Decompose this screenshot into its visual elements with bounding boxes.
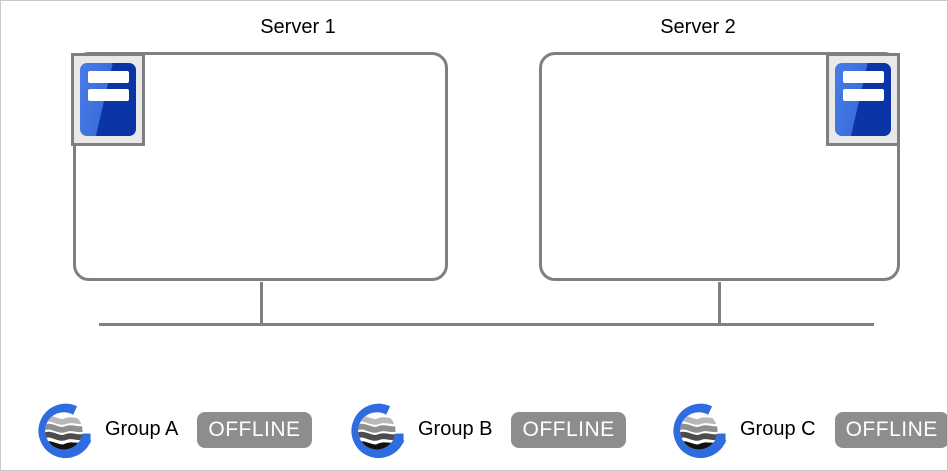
- group-item: Group C OFFLINE: [673, 399, 947, 460]
- group-item: Group B OFFLINE: [351, 399, 626, 460]
- server-drive-bay: [843, 71, 884, 83]
- server-drive-bay: [88, 71, 129, 83]
- server-tower-icon: [835, 63, 891, 136]
- group-logo-icon: [673, 403, 727, 458]
- server-drive-bay: [88, 89, 129, 101]
- group-logo-icon: [38, 403, 92, 458]
- group-item: Group A OFFLINE: [38, 399, 312, 460]
- server-tower-icon: [80, 63, 136, 136]
- server1-connector-line: [260, 282, 263, 324]
- server2-connector-line: [718, 282, 721, 324]
- status-badge: OFFLINE: [511, 411, 626, 448]
- server-drive-bay: [843, 89, 884, 101]
- status-badge: OFFLINE: [197, 411, 312, 448]
- server-icon: [826, 53, 900, 146]
- group-logo-icon: [351, 403, 405, 458]
- group-label: Group B: [418, 418, 493, 440]
- server1-title: Server 1: [260, 16, 336, 38]
- group-label: Group C: [740, 418, 816, 440]
- network-bus-line: [99, 323, 874, 326]
- server-icon: [71, 53, 145, 146]
- group-label: Group A: [105, 418, 179, 440]
- server2-title: Server 2: [660, 16, 736, 38]
- status-badge: OFFLINE: [834, 411, 947, 448]
